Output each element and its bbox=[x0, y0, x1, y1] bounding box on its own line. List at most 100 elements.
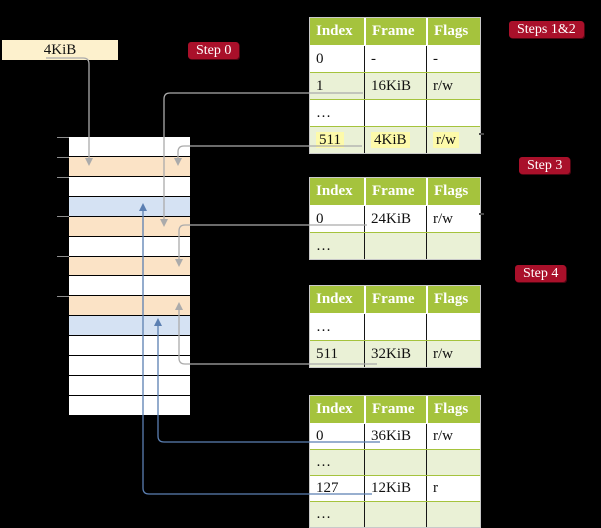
memory-frame-row-3 bbox=[69, 196, 190, 216]
memory-frame-row-1 bbox=[69, 156, 190, 176]
cell-text: - bbox=[371, 51, 376, 67]
header-cell-flags: Flags bbox=[426, 286, 480, 313]
index-cell: … bbox=[310, 100, 364, 126]
step-4-label: Step 4 bbox=[515, 265, 567, 282]
page-table-final-row-3: … bbox=[310, 501, 480, 527]
page-table-steps-1-2-row-3: 511 4KiB r/w bbox=[310, 126, 480, 153]
flags-cell: r bbox=[426, 476, 480, 501]
index-cell: … bbox=[310, 502, 364, 527]
frame-cell: 12KiB bbox=[364, 476, 426, 501]
header-cell-flags: Flags bbox=[426, 178, 480, 205]
physical-memory-column bbox=[69, 137, 190, 415]
frame-address-tick bbox=[57, 157, 69, 158]
frame-cell bbox=[364, 233, 426, 259]
cell-text: 0 bbox=[316, 51, 324, 67]
header-cell-index: Index bbox=[310, 286, 364, 313]
flags-cell: r/w bbox=[426, 206, 480, 232]
cell-text: 511 bbox=[316, 132, 344, 148]
flags-cell bbox=[426, 450, 480, 475]
frame-cell: 16KiB bbox=[364, 73, 426, 99]
index-cell: 511 bbox=[310, 127, 364, 153]
flags-cell: r/w bbox=[426, 73, 480, 99]
memory-frame-row-0 bbox=[69, 137, 190, 156]
page-table-step-3-row-1: … bbox=[310, 232, 480, 259]
cell-text: … bbox=[316, 506, 331, 522]
index-cell: 127 bbox=[310, 476, 364, 501]
page-table-steps-1-2-row-0: 0 - - bbox=[310, 45, 480, 72]
frame-address-tick bbox=[57, 256, 69, 257]
cell-text: r/w bbox=[433, 78, 453, 94]
page-table-steps-1-2-row-2: … bbox=[310, 99, 480, 126]
frame-cell: 32KiB bbox=[364, 341, 426, 367]
flags-cell bbox=[426, 314, 480, 340]
step-3-label: Step 3 bbox=[519, 157, 571, 174]
memory-frame-row-12 bbox=[69, 376, 190, 395]
header-cell-frame: Frame bbox=[364, 18, 426, 45]
page-table-steps-1-2-row-1: 1 16KiB r/w bbox=[310, 72, 480, 99]
cell-text: … bbox=[316, 238, 331, 254]
memory-frame-row-13 bbox=[69, 395, 190, 415]
cell-text: … bbox=[316, 319, 331, 335]
memory-frame-row-11 bbox=[69, 356, 190, 376]
cell-text: - bbox=[433, 51, 438, 67]
flags-cell bbox=[426, 233, 480, 259]
flags-cell bbox=[426, 502, 480, 527]
frame-address-tick bbox=[57, 137, 69, 138]
cell-text: 36KiB bbox=[371, 428, 412, 444]
flags-cell: r/w bbox=[426, 424, 480, 449]
cell-text: 0 bbox=[316, 211, 324, 227]
index-cell: 0 bbox=[310, 424, 364, 449]
cell-text: 511 bbox=[316, 346, 338, 362]
frame-cell bbox=[364, 450, 426, 475]
frame-address-tick bbox=[57, 177, 69, 178]
cell-text: r/w bbox=[433, 428, 453, 444]
cell-text: r bbox=[433, 480, 438, 496]
page-table-step-3-row-0: 0 24KiB r/w bbox=[310, 205, 480, 232]
page-table-final-row-1: … bbox=[310, 449, 480, 475]
index-cell: 511 bbox=[310, 341, 364, 367]
cell-text: … bbox=[316, 105, 331, 121]
index-cell: 0 bbox=[310, 46, 364, 72]
flags-cell bbox=[426, 100, 480, 126]
frame-cell bbox=[364, 502, 426, 527]
header-cell-index: Index bbox=[310, 18, 364, 45]
header-cell-flags: Flags bbox=[426, 18, 480, 45]
memory-frame-row-10 bbox=[69, 336, 190, 356]
frame-cell: - bbox=[364, 46, 426, 72]
memory-frame-row-4 bbox=[69, 216, 190, 236]
cell-text: … bbox=[316, 454, 331, 470]
index-cell: 0 bbox=[310, 206, 364, 232]
header-cell-frame: Frame bbox=[364, 396, 426, 423]
header-cell-frame: Frame bbox=[364, 178, 426, 205]
cell-text: 16KiB bbox=[371, 78, 412, 94]
cell-text: r/w bbox=[433, 132, 459, 148]
index-cell: … bbox=[310, 450, 364, 475]
frame-cell: 4KiB bbox=[364, 127, 426, 153]
memory-frame-row-6 bbox=[69, 256, 190, 276]
cell-text: r/w bbox=[433, 211, 453, 227]
cell-text: 32KiB bbox=[371, 346, 412, 362]
index-cell: 1 bbox=[310, 73, 364, 99]
memory-frame-row-7 bbox=[69, 276, 190, 296]
steps-1-2-label: Steps 1&2 bbox=[509, 21, 584, 38]
memory-frame-row-2 bbox=[69, 176, 190, 196]
frame-cell: 24KiB bbox=[364, 206, 426, 232]
cell-text: 4KiB bbox=[371, 132, 410, 148]
frame-cell bbox=[364, 314, 426, 340]
frame-address-tick bbox=[57, 296, 69, 297]
page-table-final-row-0: 0 36KiB r/w bbox=[310, 423, 480, 449]
header-cell-frame: Frame bbox=[364, 286, 426, 313]
cell-text: 0 bbox=[316, 428, 324, 444]
cell-text: r/w bbox=[433, 346, 453, 362]
index-cell: … bbox=[310, 314, 364, 340]
